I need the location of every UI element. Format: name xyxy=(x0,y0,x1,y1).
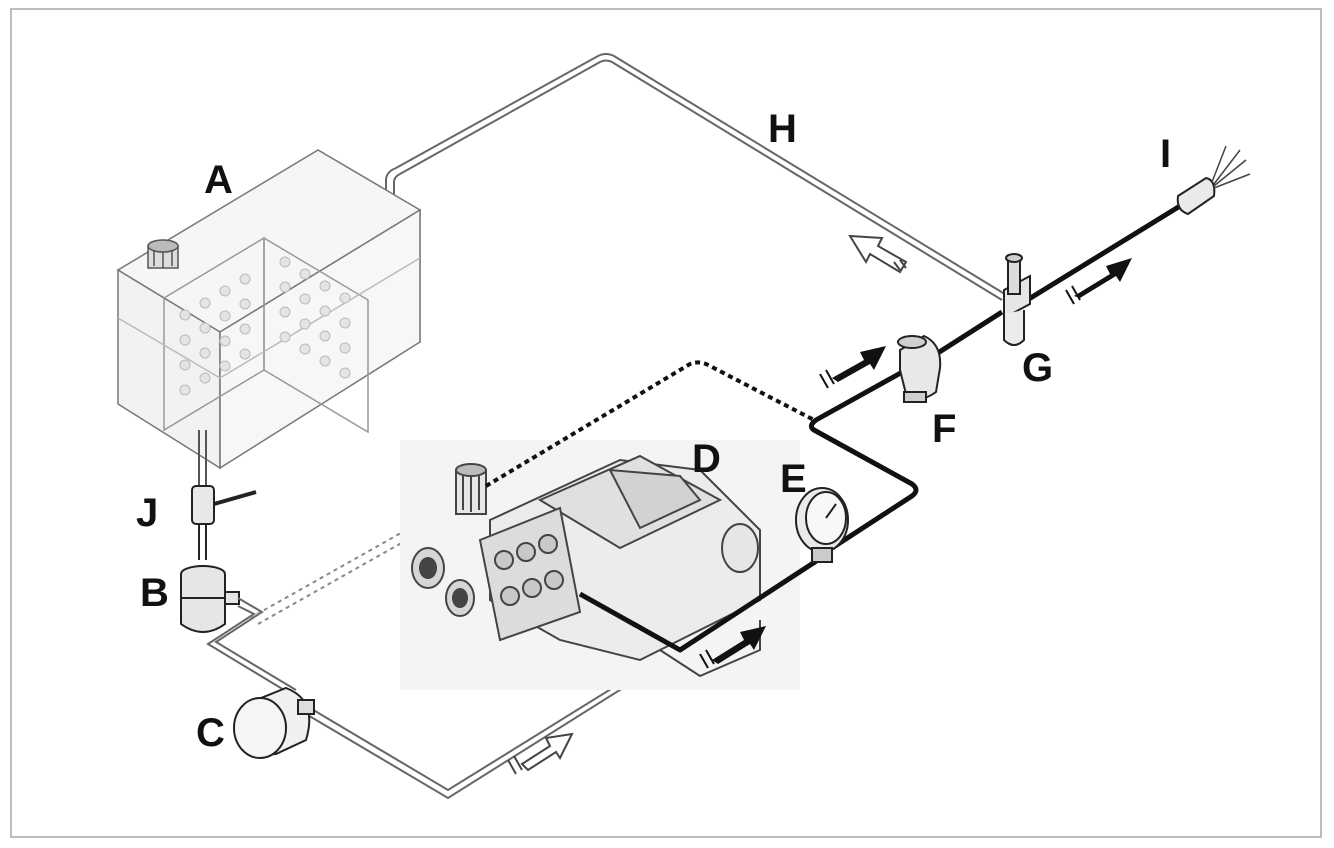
flow-arrow-nozzle xyxy=(1065,258,1132,305)
spray-nozzle xyxy=(1176,145,1251,216)
return-hose xyxy=(385,53,1009,301)
tank-filler-cap xyxy=(147,239,179,269)
label-e: E xyxy=(780,457,807,501)
pressure-gauge xyxy=(795,487,849,563)
tee-fitting xyxy=(1003,253,1031,346)
flow-arrow-to-unloader xyxy=(819,346,886,389)
label-b: B xyxy=(140,571,169,615)
dotted-signal-line xyxy=(484,360,815,488)
label-a: A xyxy=(204,158,233,202)
label-g: G xyxy=(1022,346,1053,390)
label-j: J xyxy=(136,491,158,535)
inlet-filter xyxy=(180,565,240,633)
flow-arrow-pump-outlet xyxy=(699,626,766,669)
unloader-valve xyxy=(897,334,942,403)
label-f: F xyxy=(932,407,956,451)
accumulator xyxy=(233,686,315,759)
flow-arrow-return xyxy=(848,234,908,274)
label-d: D xyxy=(692,437,721,481)
flow-arrow-suction xyxy=(507,732,574,775)
label-h: H xyxy=(768,107,797,151)
shutoff-valve xyxy=(191,485,257,560)
label-i: I xyxy=(1160,132,1171,176)
label-c: C xyxy=(196,711,225,755)
water-tank xyxy=(116,148,422,488)
pump xyxy=(400,440,800,690)
high-pressure-line xyxy=(578,203,1182,653)
